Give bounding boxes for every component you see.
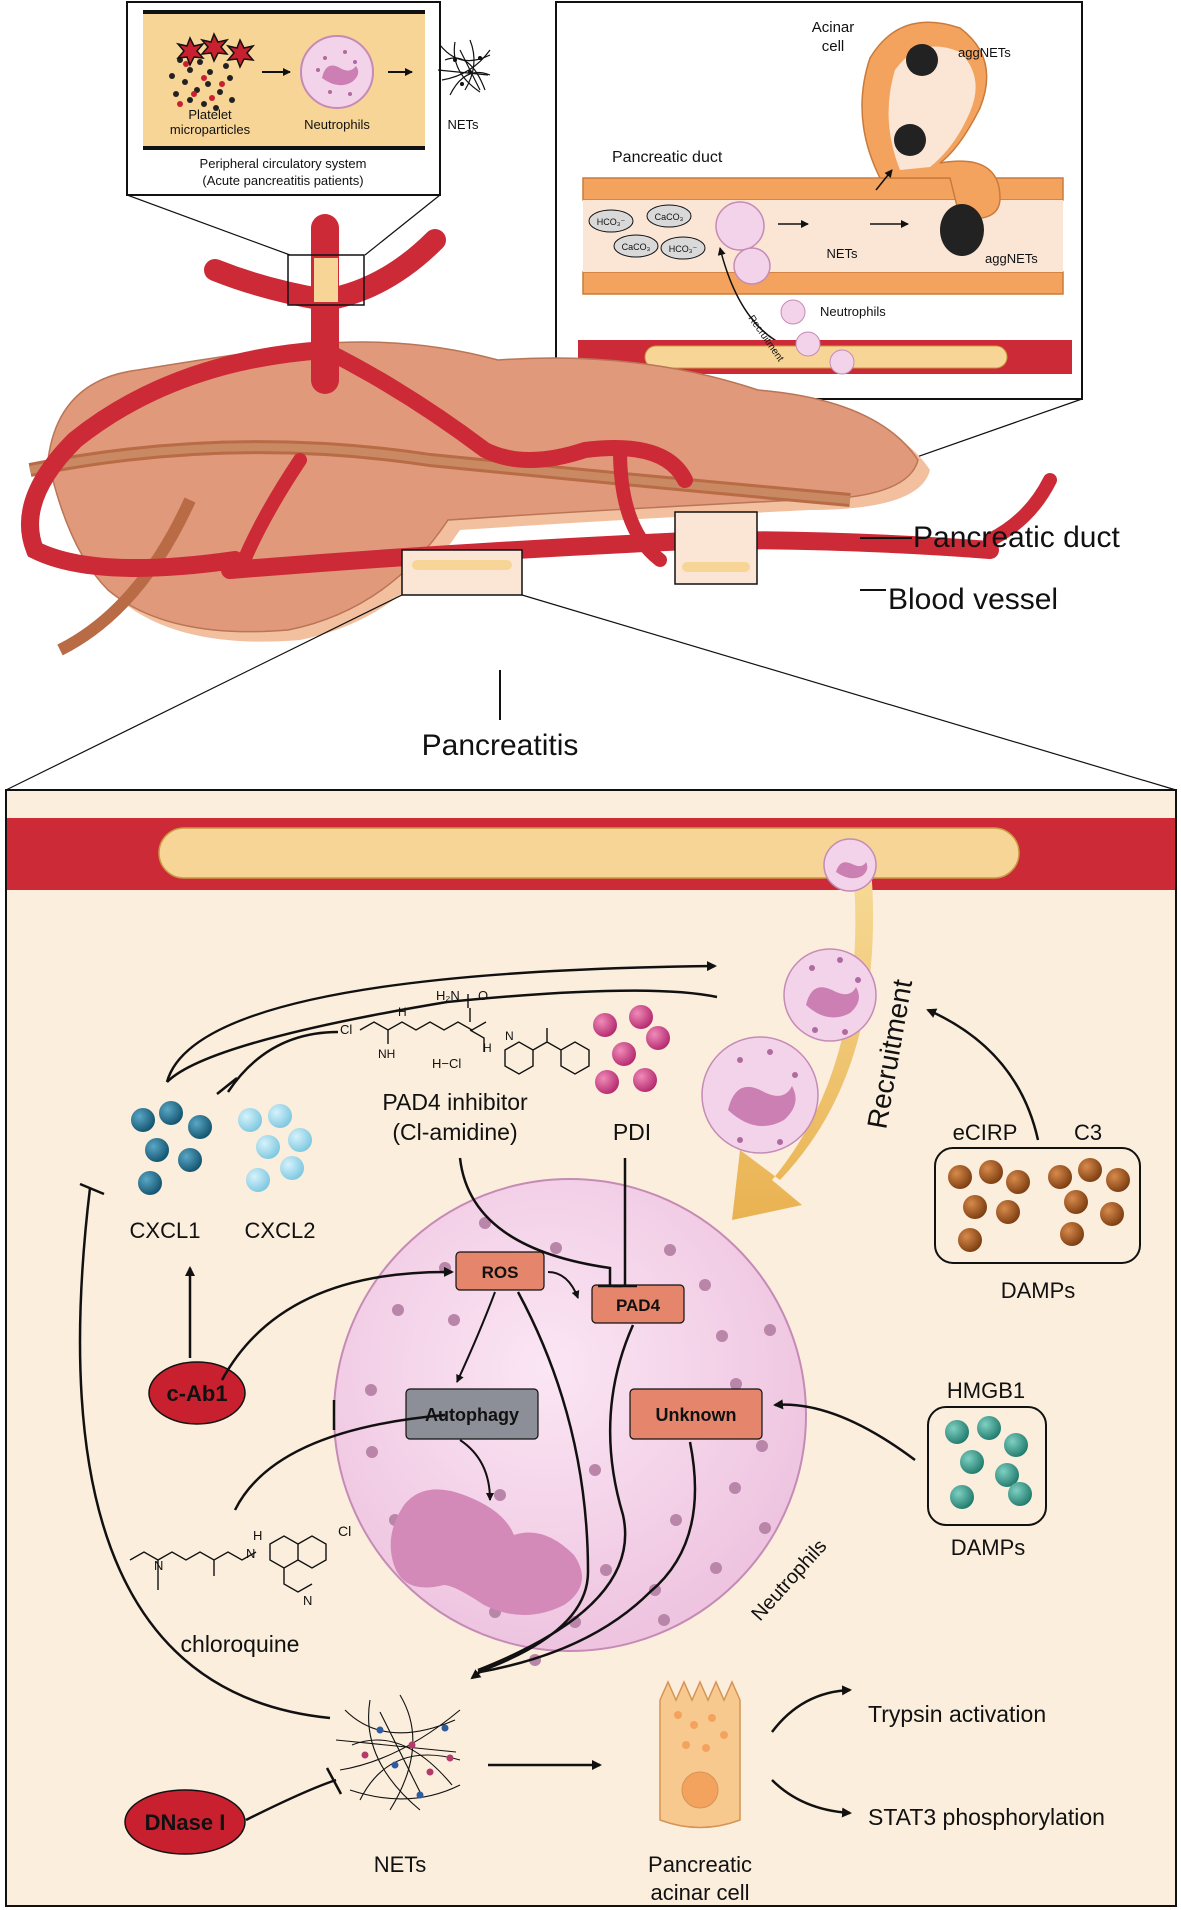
chem-hcl: H−Cl [432, 1056, 461, 1071]
neutrophil-nucleus [390, 1489, 582, 1615]
acinar-cell [659, 1680, 741, 1829]
neutrophil-in-vessel [823, 838, 877, 892]
organ-pancreatitis-label: Pancreatitis [422, 729, 579, 762]
aggnets-top [894, 44, 938, 156]
nets-mesh [335, 1694, 461, 1811]
ion-bubbles: HCO₃⁻ CaCO₃ CaCO₃ HCO₃⁻ [588, 204, 706, 260]
damps-label-2: DAMPs [951, 1535, 1026, 1560]
platelet-microparticles-cluster [169, 32, 256, 111]
platelet-label-1: Platelet [188, 107, 232, 122]
organ-vessel-label: Blood vessel [888, 583, 1058, 616]
aggnets-label-bottom: aggNETs [985, 251, 1038, 266]
chem-nh-a: H [398, 1005, 407, 1019]
pad4-label: PAD4 [616, 1296, 661, 1315]
cxcl1-cluster [131, 1101, 212, 1195]
ion-0: HCO₃⁻ [597, 217, 626, 227]
autophagy-box: Autophagy [405, 1388, 539, 1440]
chem-n: N [505, 1029, 514, 1043]
chem-h2n: H₂N [436, 988, 460, 1003]
c3-label: C3 [1074, 1120, 1102, 1145]
inset-peripheral-circulation: microparticles Platelet Neutrophils NETs… [126, 1, 491, 256]
inset-neutrophil [300, 35, 374, 109]
nets-dots [453, 56, 482, 86]
pdi-label: PDI [613, 1119, 651, 1145]
chloroquine-cl: Cl [338, 1523, 351, 1539]
duct-neutrophil [715, 201, 765, 251]
chloroquine-label: chloroquine [181, 1631, 300, 1657]
dnase-label: DNase I [145, 1810, 226, 1835]
ros-box: ROS [455, 1251, 545, 1291]
acinar-label-2: acinar cell [650, 1880, 749, 1905]
inset-duct-nets-label: NETs [826, 246, 858, 261]
hmgb1-label: HMGB1 [947, 1378, 1025, 1403]
unknown-box: Unknown [629, 1388, 763, 1440]
neutrophil-recruited-2 [701, 1036, 819, 1154]
aggnets-label-top: aggNETs [958, 45, 1011, 60]
ecirp-label: eCIRP [953, 1120, 1018, 1145]
pancreas-organ: Pancreatic duct Blood vessel Pancreatiti… [5, 214, 1177, 791]
pad4-inhibitor-label-1: PAD4 inhibitor [382, 1089, 528, 1115]
trypsin-label: Trypsin activation [868, 1701, 1046, 1727]
ion-3: HCO₃⁻ [669, 244, 698, 254]
chloroquine-structure [129, 1535, 327, 1593]
cabl-oval: c-Ab1 [148, 1361, 246, 1425]
aggnets-bottom [940, 204, 984, 256]
inset-pancreatic-duct: HCO₃⁻ CaCO₃ CaCO₃ HCO₃⁻ Acinar cell aggN… [555, 1, 1083, 513]
inset-caption-2: (Acute pancreatitis patients) [202, 173, 363, 188]
cxcl2-cluster [238, 1104, 312, 1192]
organ-duct-label: Pancreatic duct [913, 521, 1120, 554]
chem-cl: Cl [340, 1022, 352, 1037]
cabl-label: c-Ab1 [166, 1381, 227, 1406]
platelet-label-2: microparticles [170, 122, 251, 137]
chloroquine-n2: N [246, 1546, 255, 1561]
inset-nets [437, 39, 491, 96]
chem-o: O [478, 988, 488, 1003]
acinar-label-2: cell [822, 38, 845, 55]
nets-label: NETs [374, 1852, 427, 1877]
acinar-label-1: Pancreatic [648, 1852, 752, 1877]
ion-2: CaCO₃ [622, 242, 651, 252]
pdi-cluster [593, 1005, 670, 1094]
chloroquine-n3: N [303, 1593, 312, 1608]
unknown-label: Unknown [656, 1405, 737, 1425]
zoom-boxes [287, 254, 758, 596]
ros-label: ROS [482, 1263, 519, 1282]
duct-label: Pancreatic duct [612, 149, 723, 166]
acinar-label-1: Acinar [812, 19, 855, 36]
cxcl2-label: CXCL2 [245, 1218, 316, 1243]
cxcl1-label: CXCL1 [130, 1218, 201, 1243]
inset-nets-label: NETs [447, 117, 479, 132]
chloroquine-nh: H [253, 1528, 262, 1543]
pad4-box: PAD4 [591, 1284, 685, 1324]
dnase-oval: DNase I [124, 1789, 246, 1855]
duct-neutrophil-2 [733, 247, 771, 285]
hmgb1-box [927, 1406, 1047, 1526]
inset-caption-1: Peripheral circulatory system [200, 156, 367, 171]
ion-1: CaCO₃ [655, 212, 684, 222]
nets-beads [361, 1724, 454, 1799]
cl-amidine-structure [359, 994, 590, 1075]
chloroquine-n1: N [154, 1558, 163, 1573]
inset-duct-neutrophils-label: Neutrophils [820, 304, 886, 319]
stat3-label: STAT3 phosphorylation [868, 1804, 1105, 1830]
chem-nh-b: H [483, 1041, 492, 1055]
inset-neutrophils-label: Neutrophils [304, 117, 370, 132]
neutrophil-recruited-1 [783, 948, 877, 1042]
mechanism-panel: Recruitment [5, 789, 1177, 1907]
damps-label-1: DAMPs [1001, 1278, 1076, 1303]
chem-nh-imine: NH [378, 1047, 395, 1061]
pad4-inhibitor-label-2: (Cl-amidine) [392, 1119, 517, 1145]
damps-ecirp-c3-box [934, 1147, 1141, 1264]
autophagy-label: Autophagy [425, 1405, 519, 1425]
